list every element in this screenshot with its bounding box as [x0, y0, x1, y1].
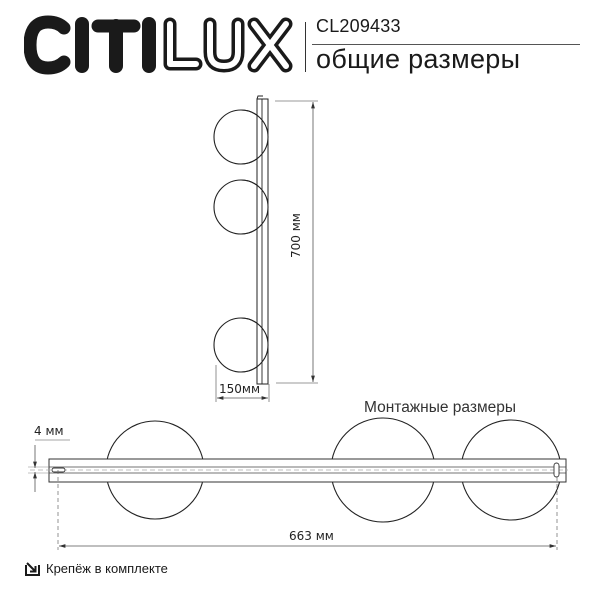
- rail-icon: [256, 98, 269, 385]
- mount-view: [28, 417, 568, 550]
- mount-bar-icon: [48, 458, 567, 483]
- height-dimension-label: 700 мм: [289, 213, 303, 258]
- mount-section-title: Монтажные размеры: [364, 399, 517, 416]
- length-dimension-label: 663 мм: [289, 529, 334, 543]
- depth-dimension-label: 150мм: [219, 382, 261, 396]
- mount-slot-right-icon: [553, 462, 560, 478]
- kit-label: Крепёж в комплекте: [46, 561, 168, 576]
- thickness-dimension-label: 4 мм: [34, 424, 64, 438]
- citilux-logo-icon: [23, 15, 293, 75]
- header-divider-horizontal: [312, 44, 580, 45]
- kit-note: Крепёж в комплекте: [24, 560, 168, 577]
- header-divider-vertical: [305, 22, 306, 72]
- brand-logo: [23, 14, 304, 76]
- model-number: CL209433: [316, 16, 401, 36]
- arrow-into-box-icon: [25, 562, 40, 576]
- mount-slot-left-icon: [51, 467, 66, 473]
- page-title: общие размеры: [316, 44, 521, 74]
- front-view: [213, 95, 318, 402]
